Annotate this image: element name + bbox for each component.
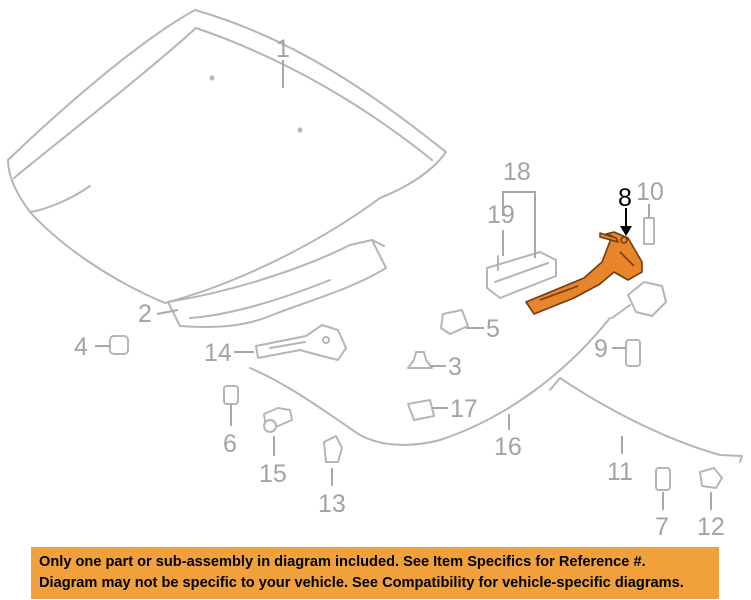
callout-8: 8 (618, 184, 632, 212)
callout-19: 19 (487, 201, 515, 229)
bumper-part-6 (223, 385, 239, 405)
bushing-part-7 (655, 467, 671, 491)
bolt-part-9 (625, 339, 641, 367)
bolt-part-15 (263, 407, 293, 433)
bolt-part-10 (643, 217, 655, 245)
release-handle (611, 281, 667, 319)
callout-16: 16 (494, 433, 522, 461)
callout-11: 11 (607, 458, 633, 486)
pushpin-part-3 (407, 351, 433, 369)
callout-9: 9 (594, 335, 608, 363)
callout-2: 2 (138, 300, 152, 328)
callout-3: 3 (448, 353, 462, 381)
callout-10: 10 (636, 178, 664, 206)
hood-prop-rod (249, 317, 611, 446)
leader-8-arrowhead (620, 226, 632, 236)
callout-13: 13 (318, 490, 346, 518)
callout-6: 6 (223, 430, 237, 458)
callout-17: 17 (450, 395, 478, 423)
hood-inner-panel (167, 239, 387, 328)
clip-part-12 (699, 467, 723, 489)
callout-12: 12 (697, 513, 725, 541)
clip-part-13 (323, 435, 343, 463)
disclaimer-line-1: Only one part or sub-assembly in diagram… (39, 554, 646, 570)
leader-18-bracket (502, 191, 536, 258)
callout-14: 14 (204, 339, 232, 367)
disclaimer-banner: Only one part or sub-assembly in diagram… (31, 547, 719, 599)
callout-1: 1 (276, 35, 290, 63)
support-rod (549, 377, 743, 463)
clip-part-17 (407, 399, 435, 421)
latch-bracket-assembly (486, 251, 557, 299)
bumper-part-4 (109, 335, 129, 355)
leader-2 (156, 309, 179, 315)
clip-part-5 (440, 309, 469, 335)
hood-hinge (255, 324, 347, 361)
callout-15: 15 (259, 460, 287, 488)
hood-panel (7, 9, 447, 304)
callout-4: 4 (74, 333, 88, 361)
callout-5: 5 (486, 315, 500, 343)
disclaimer-line-2: Diagram may not be specific to your vehi… (39, 575, 684, 591)
callout-7: 7 (655, 513, 669, 541)
callout-18: 18 (503, 158, 531, 186)
hood-latch-highlighted-part[interactable] (525, 231, 643, 315)
